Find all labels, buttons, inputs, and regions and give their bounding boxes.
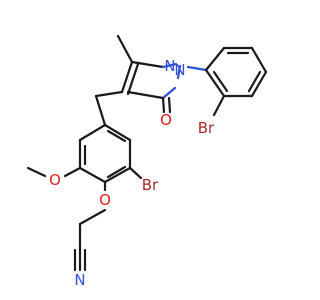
bond — [126, 90, 165, 100]
bond — [94, 90, 124, 98]
atom-label-n-nitrile: N — [74, 271, 85, 289]
atom-label-o-carbonyl: O — [160, 111, 172, 129]
bond — [78, 166, 107, 184]
atom-label-br-aryl: Br — [198, 119, 215, 137]
bond — [250, 70, 268, 98]
bond — [126, 62, 140, 96]
bond — [130, 60, 165, 69]
bond — [161, 96, 166, 114]
molecule-structure: N N O Br Br O O N — [26, 34, 268, 289]
bond — [78, 123, 107, 142]
bond — [204, 46, 226, 72]
bond — [161, 62, 178, 69]
bond — [103, 166, 132, 184]
atom-label-n-ring-1: N — [164, 57, 175, 75]
bond — [176, 64, 182, 80]
bond — [103, 123, 132, 142]
bond — [120, 60, 134, 94]
atom-label-layer: N N O Br Br O O N — [49, 57, 215, 289]
atom-label-o-methoxy: O — [49, 171, 61, 189]
bond — [186, 65, 208, 72]
bond — [250, 46, 268, 74]
bond — [63, 166, 82, 178]
atom-label-br-core: Br — [142, 176, 159, 194]
bond — [106, 129, 127, 143]
bond — [204, 68, 226, 98]
bond — [128, 166, 143, 180]
bond — [167, 96, 172, 114]
atom-label-n-ring-2: N — [174, 61, 185, 79]
bond — [247, 70, 262, 93]
bond — [26, 166, 47, 178]
bond — [106, 165, 127, 179]
bond — [212, 70, 229, 93]
bond — [78, 208, 107, 226]
bond — [161, 86, 177, 100]
bond-layer — [26, 34, 268, 272]
bond — [94, 94, 107, 127]
bond — [212, 94, 226, 117]
bond — [116, 34, 134, 64]
atom-label-o-ether: O — [99, 191, 111, 209]
